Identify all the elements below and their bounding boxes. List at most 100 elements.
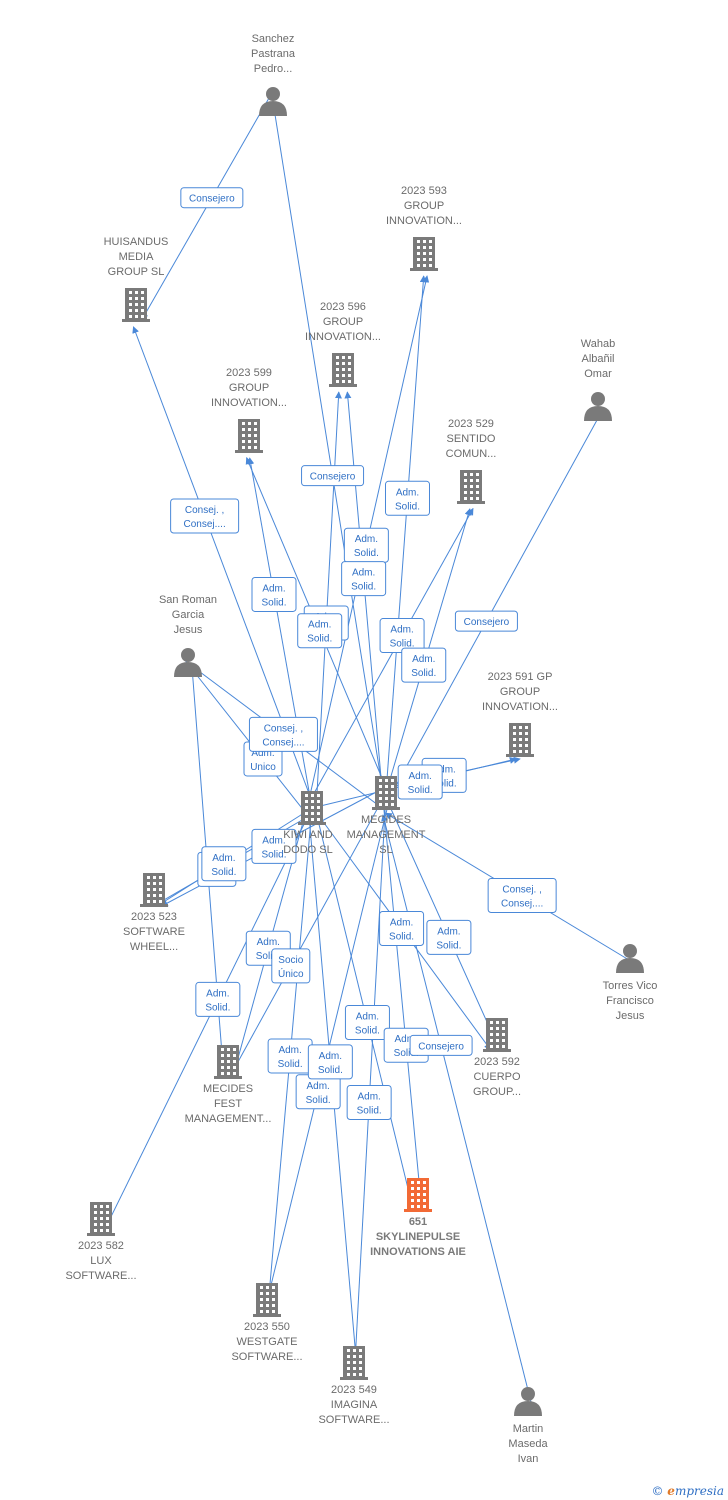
edge-label-box <box>297 613 343 649</box>
node-label: INNOVATIONS AIE <box>370 1246 466 1258</box>
edge-label-text: Solid. <box>390 639 415 650</box>
node-g599[interactable]: 2023 599GROUPINNOVATION... <box>211 367 287 453</box>
edge-label-text: Solid. <box>211 867 236 878</box>
edge-label: Adm.Solid. <box>295 1074 341 1110</box>
edge-label-text: Solid. <box>205 1002 230 1013</box>
edge-label: Consejero <box>454 610 518 632</box>
edge-label: Consej. ,Consej.... <box>487 878 557 914</box>
edge-label: Adm.Solid. <box>397 764 443 800</box>
edge-kiwi-to-g596 <box>315 391 342 813</box>
edge-label: Consej. ,Consej.... <box>170 498 240 534</box>
building-icon <box>140 873 168 907</box>
edge-label-text: Consejero <box>189 194 235 205</box>
node-label: INNOVATION... <box>386 215 462 227</box>
node-sanchez[interactable]: SanchezPastranaPedro... <box>251 33 296 116</box>
node-label: GROUP <box>500 686 540 698</box>
edge-label-text: Solid. <box>351 582 376 593</box>
edge-label: Consejero <box>180 187 244 209</box>
node-label: MEDIA <box>119 251 155 263</box>
edge-label-text: Único <box>278 967 304 980</box>
edge-label-text: Adm. <box>206 988 229 999</box>
edge-label: Adm.Solid. <box>267 1038 313 1074</box>
node-label: MANAGEMENT <box>347 829 426 841</box>
node-label: Torres Vico <box>603 980 658 992</box>
node-label: 2023 529 <box>448 418 494 430</box>
empresia-watermark: © empresia <box>651 1484 724 1498</box>
edge-mecides-to-c592 <box>381 788 500 1050</box>
edge-label-box <box>201 846 247 882</box>
edge-label-text: Adm. <box>262 835 285 846</box>
edge-label-box <box>379 911 425 947</box>
node-label: FEST <box>214 1098 242 1110</box>
edge-label: Adm.Solid. <box>346 1085 392 1121</box>
edge-label-text: Solid. <box>395 501 420 512</box>
node-g591[interactable]: 2023 591 GPGROUPINNOVATION... <box>482 671 558 757</box>
node-s529[interactable]: 2023 529SENTIDOCOMUN... <box>446 418 497 504</box>
node-label: 651 <box>409 1216 427 1228</box>
building-icon <box>457 470 485 504</box>
building-icon <box>214 1045 242 1079</box>
node-label: MECIDES <box>203 1083 253 1095</box>
edge-label-text: Consejero <box>418 1041 464 1052</box>
node-label: SOFTWARE... <box>231 1351 302 1363</box>
edge-label-box <box>341 561 387 597</box>
node-label: San Roman <box>159 594 217 606</box>
edge-label-text: Consejero <box>464 617 510 628</box>
node-label: Garcia <box>172 609 205 621</box>
edge-label-text: Solid. <box>394 1048 419 1059</box>
edge-label-box <box>409 1034 473 1056</box>
edge-label-box <box>170 498 240 534</box>
building-icon <box>329 353 357 387</box>
edge-sanchez-to-huisandus <box>141 97 270 321</box>
edge-label: Adm.Solid. <box>343 527 389 563</box>
node-label: GROUP SL <box>108 266 165 278</box>
edge-label-text: Adm. <box>396 487 419 498</box>
node-label: IMAGINA <box>331 1399 378 1411</box>
building-icon <box>340 1346 368 1380</box>
edge-mecides-to-fest <box>229 792 387 1078</box>
edge-label-text: Solid. <box>307 634 332 645</box>
node-west[interactable]: 2023 550WESTGATESOFTWARE... <box>231 1283 303 1363</box>
edge-label-box <box>271 948 311 984</box>
node-w523[interactable]: 2023 523SOFTWAREWHEEL... <box>123 873 185 953</box>
edge-mecides-to-sky <box>381 788 425 1210</box>
edge-label-text: Socio <box>278 955 303 966</box>
edge-label-box <box>248 716 318 752</box>
person-icon <box>616 944 644 973</box>
node-label: GROUP <box>323 316 363 328</box>
edge-label-text: Adm. <box>212 853 235 864</box>
node-g596[interactable]: 2023 596GROUPINNOVATION... <box>305 301 381 387</box>
nodes-layer: SanchezPastranaPedro...HUISANDUSMEDIAGRO… <box>65 33 657 1465</box>
edge-label-box <box>454 610 518 632</box>
node-fest[interactable]: MECIDESFESTMANAGEMENT... <box>185 1045 272 1125</box>
node-label: Jesus <box>616 1010 645 1022</box>
node-c592[interactable]: 2023 592CUERPOGROUP... <box>473 1018 521 1098</box>
node-label: LUX <box>90 1255 112 1267</box>
edge-label: Adm. Solid. <box>195 981 241 1017</box>
node-lux[interactable]: 2023 582LUXSOFTWARE... <box>65 1202 137 1282</box>
edge-mecides-to-imagina <box>351 792 387 1378</box>
edge-label-text: Solid. <box>411 668 436 679</box>
building-icon <box>253 1283 281 1317</box>
edge-label-box <box>180 187 244 209</box>
edge-label-text: Solid. <box>389 932 414 943</box>
node-imagina[interactable]: 2023 549IMAGINASOFTWARE... <box>318 1346 390 1426</box>
node-g593[interactable]: 2023 593GROUPINNOVATION... <box>386 185 462 271</box>
node-label: SKYLINEPULSE <box>376 1231 460 1243</box>
edge-label-box <box>401 647 447 683</box>
edge-label-text: Adm. <box>306 1081 329 1092</box>
edge-label: Consej. ,Consej.... <box>248 716 318 752</box>
edge-label-text: Consej. , <box>185 505 224 516</box>
brand-initial: e <box>667 1484 675 1498</box>
edge-label-text: Solid. <box>436 940 461 951</box>
